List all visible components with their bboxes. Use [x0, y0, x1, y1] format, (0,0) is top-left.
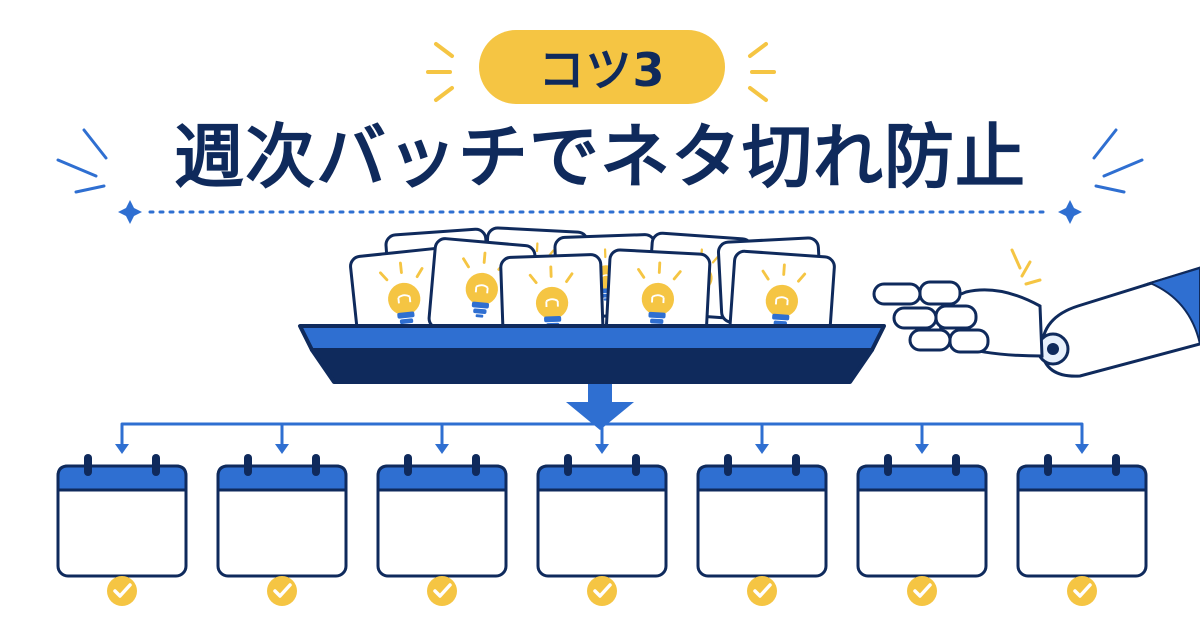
lightbulb-icon	[528, 265, 574, 332]
calendar-icon	[696, 454, 828, 578]
calendar-ring	[244, 454, 252, 476]
lightbulb-icon	[761, 263, 807, 330]
lightbulb-icon	[637, 261, 682, 328]
robot-hand-icon	[872, 248, 1200, 378]
sparkle-line	[1020, 260, 1032, 278]
page-title: 週次バッチでネタ切れ防止	[174, 116, 1026, 198]
sparkle-lines-icon	[426, 42, 776, 102]
calendar-ring	[952, 454, 960, 476]
check-circle-icon	[267, 576, 297, 606]
distribute-arrow-icon	[566, 384, 634, 430]
calendar-ring	[792, 454, 800, 476]
calendar-icon	[856, 454, 988, 578]
calendar-ring	[84, 454, 92, 476]
calendar-ring	[404, 454, 412, 476]
calendar-header	[536, 464, 668, 492]
calendar-icon	[536, 454, 668, 578]
branch-arrowhead	[595, 444, 609, 454]
calendar-ring	[724, 454, 732, 476]
calendar-icon	[56, 454, 188, 578]
accent-line	[1092, 128, 1118, 160]
accent-line	[1094, 184, 1126, 194]
calendar-header	[56, 464, 188, 492]
check-circle-icon	[107, 576, 137, 606]
calendar-header	[216, 464, 348, 492]
idea-tray	[298, 324, 886, 384]
calendar-ring	[1044, 454, 1052, 476]
accent-line	[82, 128, 108, 160]
idea-card	[604, 248, 712, 346]
calendar-ring	[564, 454, 572, 476]
sparkle-line	[1010, 248, 1022, 270]
calendar-icon	[376, 454, 508, 578]
calendar-icon	[1016, 454, 1148, 578]
sparkle-lines-icon	[1010, 248, 1042, 286]
check-circle-icon	[427, 576, 457, 606]
check-circle-icon	[747, 576, 777, 606]
calendar-ring	[312, 454, 320, 476]
sparkle-line	[434, 86, 454, 102]
calendar-header	[856, 464, 988, 492]
tip-number-label: コツ3	[538, 43, 666, 97]
calendar-ring	[152, 454, 160, 476]
accent-line	[56, 158, 98, 178]
sparkle-right-icon	[1058, 200, 1082, 224]
calendar-icon	[216, 454, 348, 578]
calendar-header	[376, 464, 508, 492]
sparkle-left-icon	[118, 200, 142, 224]
accent-line	[1102, 158, 1144, 178]
branch-connectors	[115, 422, 1089, 454]
calendar-ring	[472, 454, 480, 476]
calendar-header	[1016, 464, 1148, 492]
calendar-ring	[1112, 454, 1120, 476]
calendar-ring	[884, 454, 892, 476]
branch-arrowhead	[115, 444, 129, 454]
check-circle-icon	[1067, 576, 1097, 606]
accent-line	[74, 184, 106, 194]
dotted-divider	[118, 200, 1082, 224]
check-circle-icon	[907, 576, 937, 606]
branch-arrowhead	[915, 444, 929, 454]
sparkle-line	[434, 42, 454, 58]
lightbulb-icon	[379, 261, 424, 328]
sparkle-line	[748, 86, 768, 102]
check-circle-icon	[587, 576, 617, 606]
weekly-calendar-row	[56, 454, 1148, 606]
calendar-header	[696, 464, 828, 492]
branch-arrowhead	[435, 444, 449, 454]
sparkle-line	[748, 42, 768, 58]
calendar-ring	[632, 454, 640, 476]
branch-arrowhead	[275, 444, 289, 454]
sparkle-line	[1024, 278, 1042, 286]
branch-arrowhead	[755, 444, 769, 454]
accent-lines-icon	[56, 128, 1144, 194]
tip-number-badge: コツ3	[479, 30, 725, 104]
branch-arrowhead	[1075, 444, 1089, 454]
